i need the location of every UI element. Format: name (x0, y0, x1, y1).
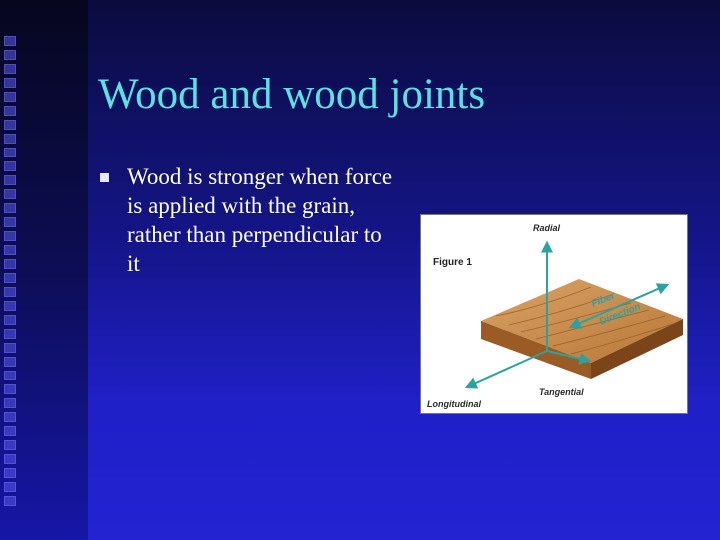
bullet-text: Wood is stronger when force is applied w… (127, 164, 393, 276)
decorative-square (4, 147, 16, 158)
decorative-square (4, 314, 16, 325)
board-side-face (591, 319, 683, 379)
decorative-square (4, 440, 16, 451)
decorative-square (4, 36, 16, 46)
tangential-arrow (546, 350, 592, 365)
decorative-square (4, 426, 16, 437)
decorative-square (4, 133, 16, 144)
decorative-square (4, 231, 16, 242)
decorative-square (4, 468, 16, 478)
decorative-square (4, 384, 16, 395)
decorative-square-strip (4, 36, 22, 506)
decorative-square (4, 203, 16, 214)
decorative-square (4, 49, 16, 60)
decorative-square (4, 398, 16, 409)
decorative-square (4, 105, 16, 116)
decorative-square (4, 342, 16, 353)
figure-caption: Figure 1 (433, 257, 472, 268)
wood-grain-diagram: Figure 1 Radial Fiber Direction Longitud… (427, 223, 683, 409)
decorative-square (4, 286, 16, 297)
decorative-square (4, 63, 16, 74)
decorative-square (4, 370, 16, 381)
longitudinal-label: Longitudinal (427, 399, 481, 409)
bullet-item: Wood is stronger when force is applied w… (100, 162, 410, 278)
decorative-square (4, 300, 16, 311)
decorative-square (4, 454, 16, 465)
decorative-square (4, 412, 16, 423)
decorative-square (4, 91, 16, 102)
longitudinal-arrow (464, 350, 548, 389)
fiber-direction-arrow (568, 283, 670, 329)
bullet-square-icon (100, 173, 109, 182)
decorative-square (4, 482, 16, 492)
decorative-square (4, 356, 16, 367)
decorative-square (4, 77, 16, 88)
decorative-square (4, 272, 16, 283)
slide-title: Wood and wood joints (98, 71, 486, 118)
decorative-square (4, 161, 16, 172)
decorative-square (4, 189, 16, 200)
decorative-square (4, 495, 16, 506)
decorative-square (4, 259, 16, 269)
decorative-square (4, 328, 16, 339)
decorative-square (4, 217, 16, 228)
wood-grain-figure: Figure 1 Radial Fiber Direction Longitud… (420, 214, 688, 414)
bullet-list: Wood is stronger when force is applied w… (100, 162, 410, 278)
decorative-square (4, 119, 16, 130)
decorative-square (4, 245, 16, 255)
radial-label: Radial (533, 223, 561, 233)
decorative-square (4, 175, 16, 186)
board-front-face (481, 321, 591, 379)
tangential-label: Tangential (539, 387, 584, 397)
